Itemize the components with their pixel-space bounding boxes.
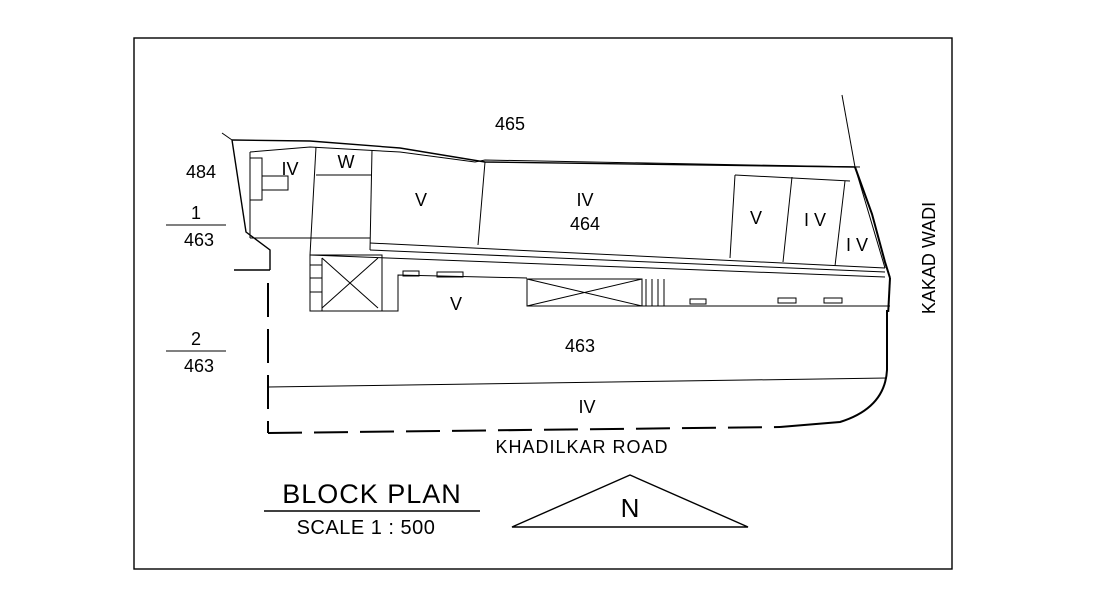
boundary-top	[231, 139, 856, 168]
lower-wing-outline	[382, 274, 528, 312]
boundary-left	[231, 139, 271, 270]
plot-463-bottom	[267, 426, 781, 434]
label-iv-center: IV	[576, 190, 593, 210]
road-setback-line	[267, 377, 888, 388]
partition-5	[782, 176, 793, 263]
partition-6	[834, 180, 846, 267]
plot-463-right	[887, 277, 891, 317]
label-v-right: V	[750, 208, 762, 228]
stair-block-left	[309, 254, 383, 312]
title-block-plan: BLOCK PLAN	[282, 479, 462, 509]
column	[689, 298, 707, 305]
column	[823, 297, 843, 304]
building-edge-2	[369, 249, 886, 273]
label-iv-right-1: I V	[804, 210, 826, 230]
building-outline-top	[249, 146, 861, 168]
label-iv-left: IV	[281, 159, 298, 179]
label-fraction1-bottom: 463	[184, 230, 214, 250]
label-plot-463: 463	[565, 336, 595, 356]
stair-cross-2	[321, 257, 379, 309]
sheet-frame	[133, 37, 953, 570]
label-v-left: V	[415, 190, 427, 210]
label-plot-484: 484	[186, 162, 216, 182]
label-v-lower: V	[450, 294, 462, 314]
north-label: N	[621, 493, 640, 523]
north-arrow-icon	[511, 474, 749, 528]
column	[402, 270, 420, 277]
label-fraction2-top: 2	[191, 329, 201, 349]
label-fraction1-top: 1	[191, 203, 201, 223]
building-edge-1	[369, 242, 886, 269]
label-w: W	[338, 152, 355, 172]
stair-cross-4	[526, 278, 643, 307]
label-plot-464: 464	[570, 214, 600, 234]
partition-2	[369, 149, 373, 251]
boundary-tick	[221, 132, 233, 141]
partition-4	[729, 174, 736, 259]
label-fraction2-bottom: 463	[184, 356, 214, 376]
building-edge-right	[854, 166, 886, 269]
stair-block-center	[526, 278, 643, 307]
annex-strip	[249, 157, 263, 201]
boundary-right	[854, 166, 891, 279]
label-iv-road: IV	[578, 397, 595, 417]
boundary-right-extension	[841, 94, 856, 168]
building-edge-3	[309, 254, 886, 278]
title-scale: SCALE 1 : 500	[297, 517, 436, 539]
label-plot-465: 465	[495, 114, 525, 134]
label-kakad-wadi: KAKAD WADI	[919, 202, 939, 314]
label-khadilkar-road: KHADILKAR ROAD	[495, 437, 668, 457]
inner-top-right	[734, 174, 851, 182]
plot-463-corner	[779, 310, 888, 428]
partition-1	[309, 146, 317, 256]
column	[436, 271, 464, 278]
column	[777, 297, 797, 304]
partition-3	[477, 161, 486, 246]
label-iv-right-2: I V	[846, 235, 868, 255]
